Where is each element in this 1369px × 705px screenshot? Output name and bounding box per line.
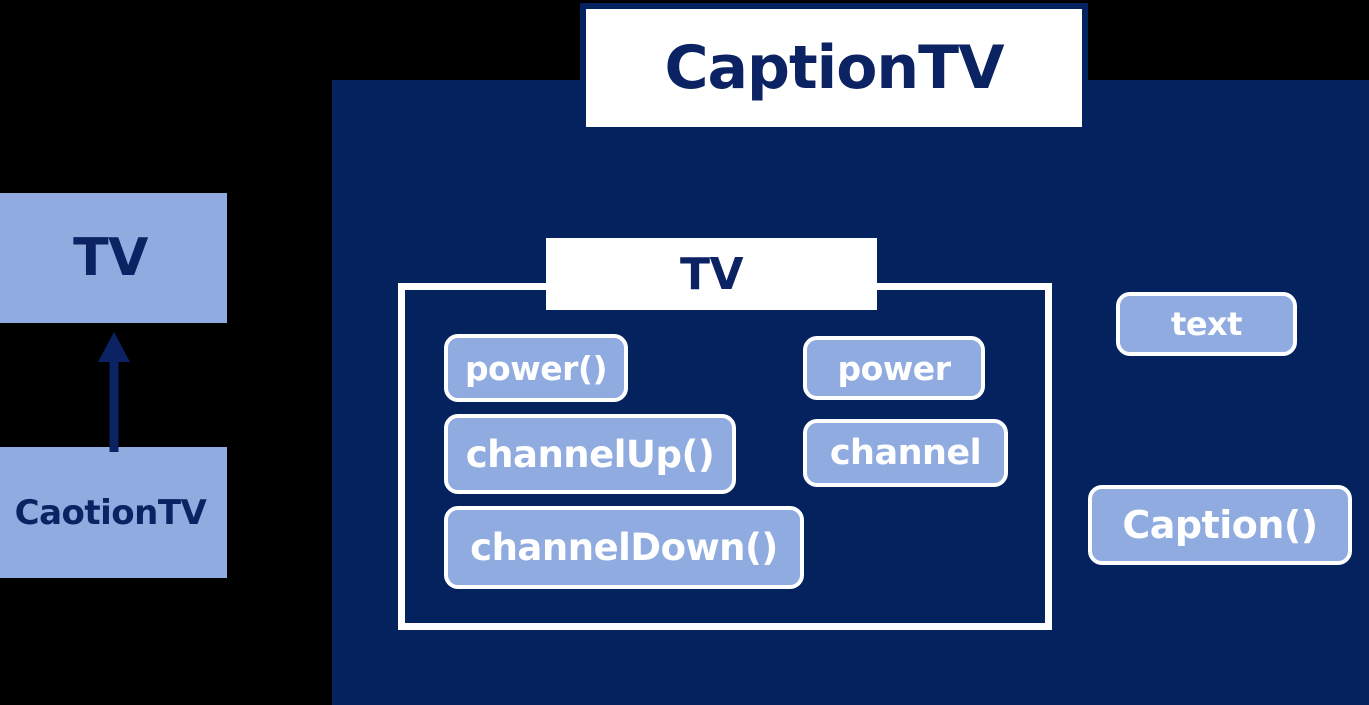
left-parent-class-box[interactable]: TV (0, 193, 227, 323)
left-child-class-box[interactable]: CaotionTV (0, 447, 227, 578)
method-chip-power-label: power() (464, 348, 608, 388)
inheritance-arrow-up-icon (98, 332, 130, 452)
side-chip-text-label: text (1171, 305, 1242, 343)
attribute-chip-power-label: power (837, 348, 951, 388)
left-parent-class-label: TV (73, 228, 148, 288)
method-chip-power[interactable]: power() (444, 334, 628, 402)
side-chip-caption[interactable]: Caption() (1088, 485, 1352, 565)
page-title: CaptionTV (664, 33, 1004, 103)
method-chip-channeldown[interactable]: channelDown() (444, 506, 804, 589)
attribute-chip-channel[interactable]: channel (803, 419, 1008, 487)
page-title-box: CaptionTV (580, 3, 1088, 133)
class-name-box: TV (546, 238, 877, 310)
side-chip-caption-label: Caption() (1122, 503, 1318, 547)
method-chip-channelup-label: channelUp() (465, 432, 715, 476)
attribute-chip-channel-label: channel (829, 433, 982, 473)
class-name-label: TV (679, 248, 744, 300)
left-child-class-label: CaotionTV (14, 492, 207, 533)
method-chip-channelup[interactable]: channelUp() (444, 414, 736, 494)
side-chip-text[interactable]: text (1116, 292, 1297, 356)
attribute-chip-power[interactable]: power (803, 336, 985, 400)
method-chip-channeldown-label: channelDown() (470, 526, 778, 569)
